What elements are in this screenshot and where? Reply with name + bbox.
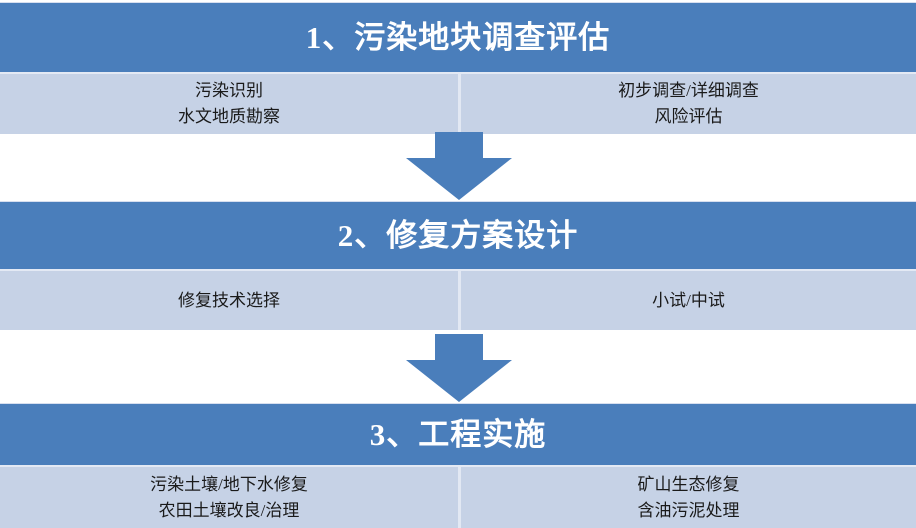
stage-3-right-item-1: 矿山生态修复 <box>637 474 740 494</box>
stage-2-body: 修复技术选择 小试/中试 <box>0 269 916 330</box>
process-stage-1: 1、污染地块调查评估 污染识别 水文地质勘察 初步调查/详细调查 风险评估 <box>0 2 916 134</box>
stage-1-left-item-1: 污染识别 <box>195 81 263 101</box>
stage-1-column-left: 污染识别 水文地质勘察 <box>0 74 458 134</box>
stage-3-column-right: 矿山生态修复 含油污泥处理 <box>458 467 916 528</box>
stage-1-right-item-1: 初步调查/详细调查 <box>618 81 759 101</box>
stage-3-body: 污染土壤/地下水修复 农田土壤改良/治理 矿山生态修复 含油污泥处理 <box>0 465 916 528</box>
stage-2-column-right: 小试/中试 <box>458 271 916 330</box>
stage-3-left-item-1: 污染土壤/地下水修复 <box>150 474 308 494</box>
down-arrow-icon-2 <box>406 334 512 402</box>
process-stage-3: 3、工程实施 污染土壤/地下水修复 农田土壤改良/治理 矿山生态修复 含油污泥处… <box>0 403 916 528</box>
stage-1-column-right: 初步调查/详细调查 风险评估 <box>458 74 916 134</box>
stage-2-title: 2、修复方案设计 <box>0 201 916 269</box>
stage-1-right-item-2: 风险评估 <box>654 107 723 126</box>
stage-3-column-left: 污染土壤/地下水修复 农田土壤改良/治理 <box>0 467 458 528</box>
stage-1-title: 1、污染地块调查评估 <box>0 2 916 72</box>
stage-3-left-item-2: 农田土壤改良/治理 <box>158 500 300 520</box>
process-stage-2: 2、修复方案设计 修复技术选择 小试/中试 <box>0 201 916 330</box>
stage-2-left-item-1: 修复技术选择 <box>178 290 280 310</box>
stage-2-column-left: 修复技术选择 <box>0 271 458 330</box>
stage-2-right-item-1: 小试/中试 <box>652 290 725 310</box>
down-arrow-icon-1 <box>406 132 512 200</box>
stage-1-left-item-2: 水文地质勘察 <box>178 107 280 126</box>
stage-1-body: 污染识别 水文地质勘察 初步调查/详细调查 风险评估 <box>0 72 916 134</box>
stage-3-right-item-2: 含油污泥处理 <box>637 500 740 520</box>
stage-3-title: 3、工程实施 <box>0 403 916 465</box>
